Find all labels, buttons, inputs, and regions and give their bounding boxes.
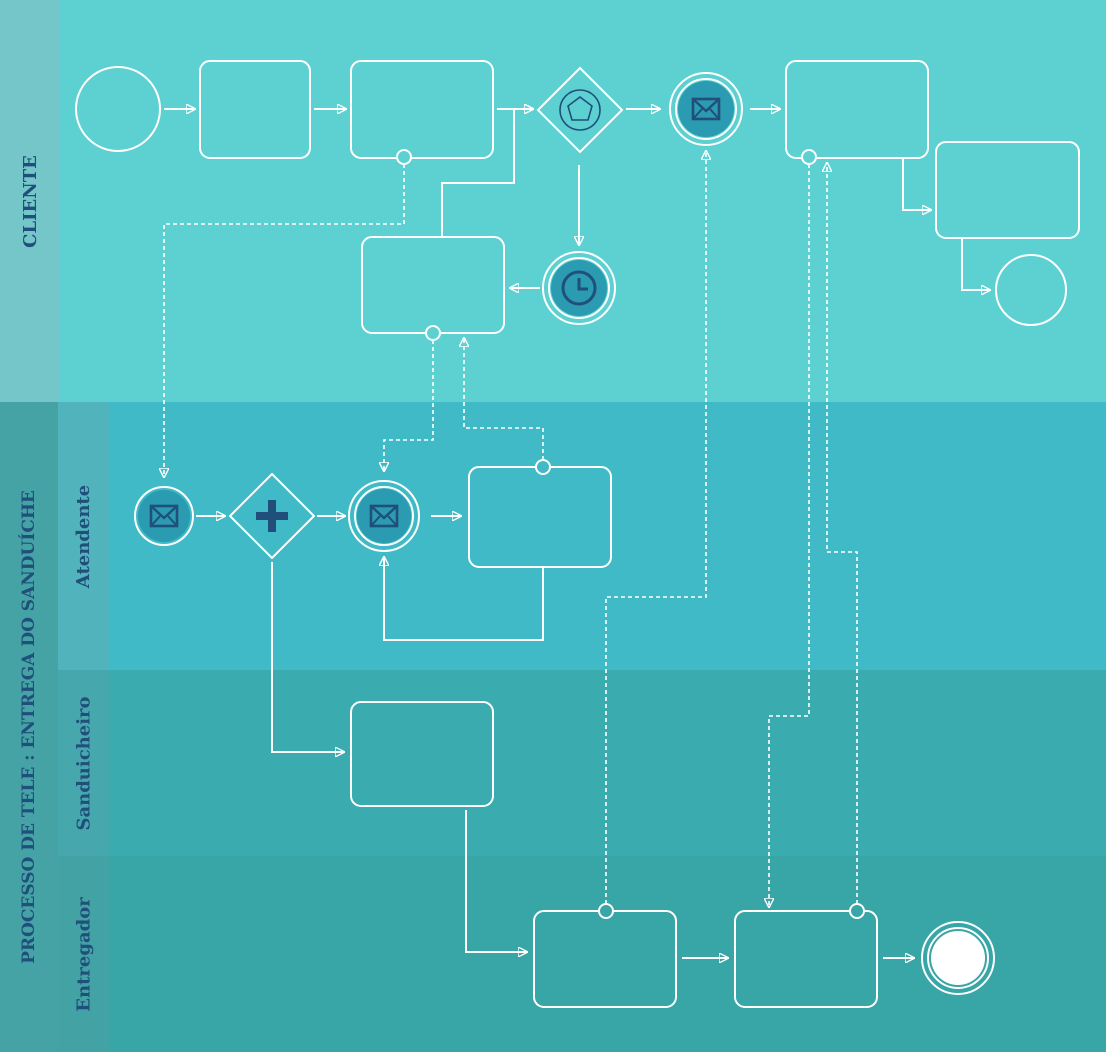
lane-entregador-label-bg <box>58 856 110 1052</box>
task-cliente-2[interactable] <box>350 60 494 159</box>
event-based-gateway[interactable] <box>536 66 624 154</box>
lane-sanduicheiro-label-bg <box>58 670 110 856</box>
timer-event[interactable] <box>542 251 616 325</box>
flow-parallel-sanduicheiro <box>271 562 345 752</box>
boundary-event-task-2[interactable] <box>396 149 412 165</box>
end-event-process[interactable] <box>921 921 995 995</box>
task-entregador-1[interactable] <box>533 910 677 1008</box>
task-cliente-5[interactable] <box>361 236 505 334</box>
lane-atendente-label-bg <box>58 402 110 670</box>
message-flow-cliente-to-entregador <box>769 164 810 908</box>
message-flow-entregador-to-cliente <box>605 150 706 904</box>
boundary-event-entregador-1[interactable] <box>598 903 614 919</box>
flow-task3-task4 <box>902 158 932 210</box>
message-catch-event-atendente[interactable] <box>348 480 420 552</box>
boundary-event-entregador-2[interactable] <box>849 903 865 919</box>
flow-sanduicheiro-entregador <box>465 810 528 952</box>
task-cliente-1[interactable] <box>199 60 311 159</box>
flow-task5-loop <box>441 109 534 237</box>
message-flow-atendente-to-task5 <box>464 337 544 460</box>
message-catch-event-cliente[interactable] <box>669 72 743 146</box>
task-cliente-4[interactable] <box>935 141 1080 239</box>
lane-cliente-label-bg <box>0 0 60 402</box>
task-sanduicheiro[interactable] <box>350 701 494 807</box>
pool-label-bg <box>0 402 58 1052</box>
flow-task-loop-back <box>384 556 544 641</box>
task-entregador-2[interactable] <box>734 910 878 1008</box>
boundary-event-task-5[interactable] <box>425 325 441 341</box>
parallel-gateway[interactable] <box>228 472 316 560</box>
end-event-cliente[interactable] <box>995 254 1067 326</box>
lane-cliente <box>0 0 1106 402</box>
flow-task4-end <box>961 238 991 290</box>
task-cliente-3[interactable] <box>785 60 929 159</box>
message-flow-task5-to-msgcatch <box>384 340 434 472</box>
message-flow-cliente-to-atendente <box>164 164 405 478</box>
boundary-event-atendente[interactable] <box>535 459 551 475</box>
lane-sanduicheiro <box>0 670 1106 856</box>
message-start-event-atendente[interactable] <box>134 486 194 546</box>
message-flow-entregador-to-task3 <box>827 162 858 904</box>
boundary-event-task-3[interactable] <box>801 149 817 165</box>
task-atendente-1[interactable] <box>468 466 612 568</box>
start-event[interactable] <box>75 66 161 152</box>
